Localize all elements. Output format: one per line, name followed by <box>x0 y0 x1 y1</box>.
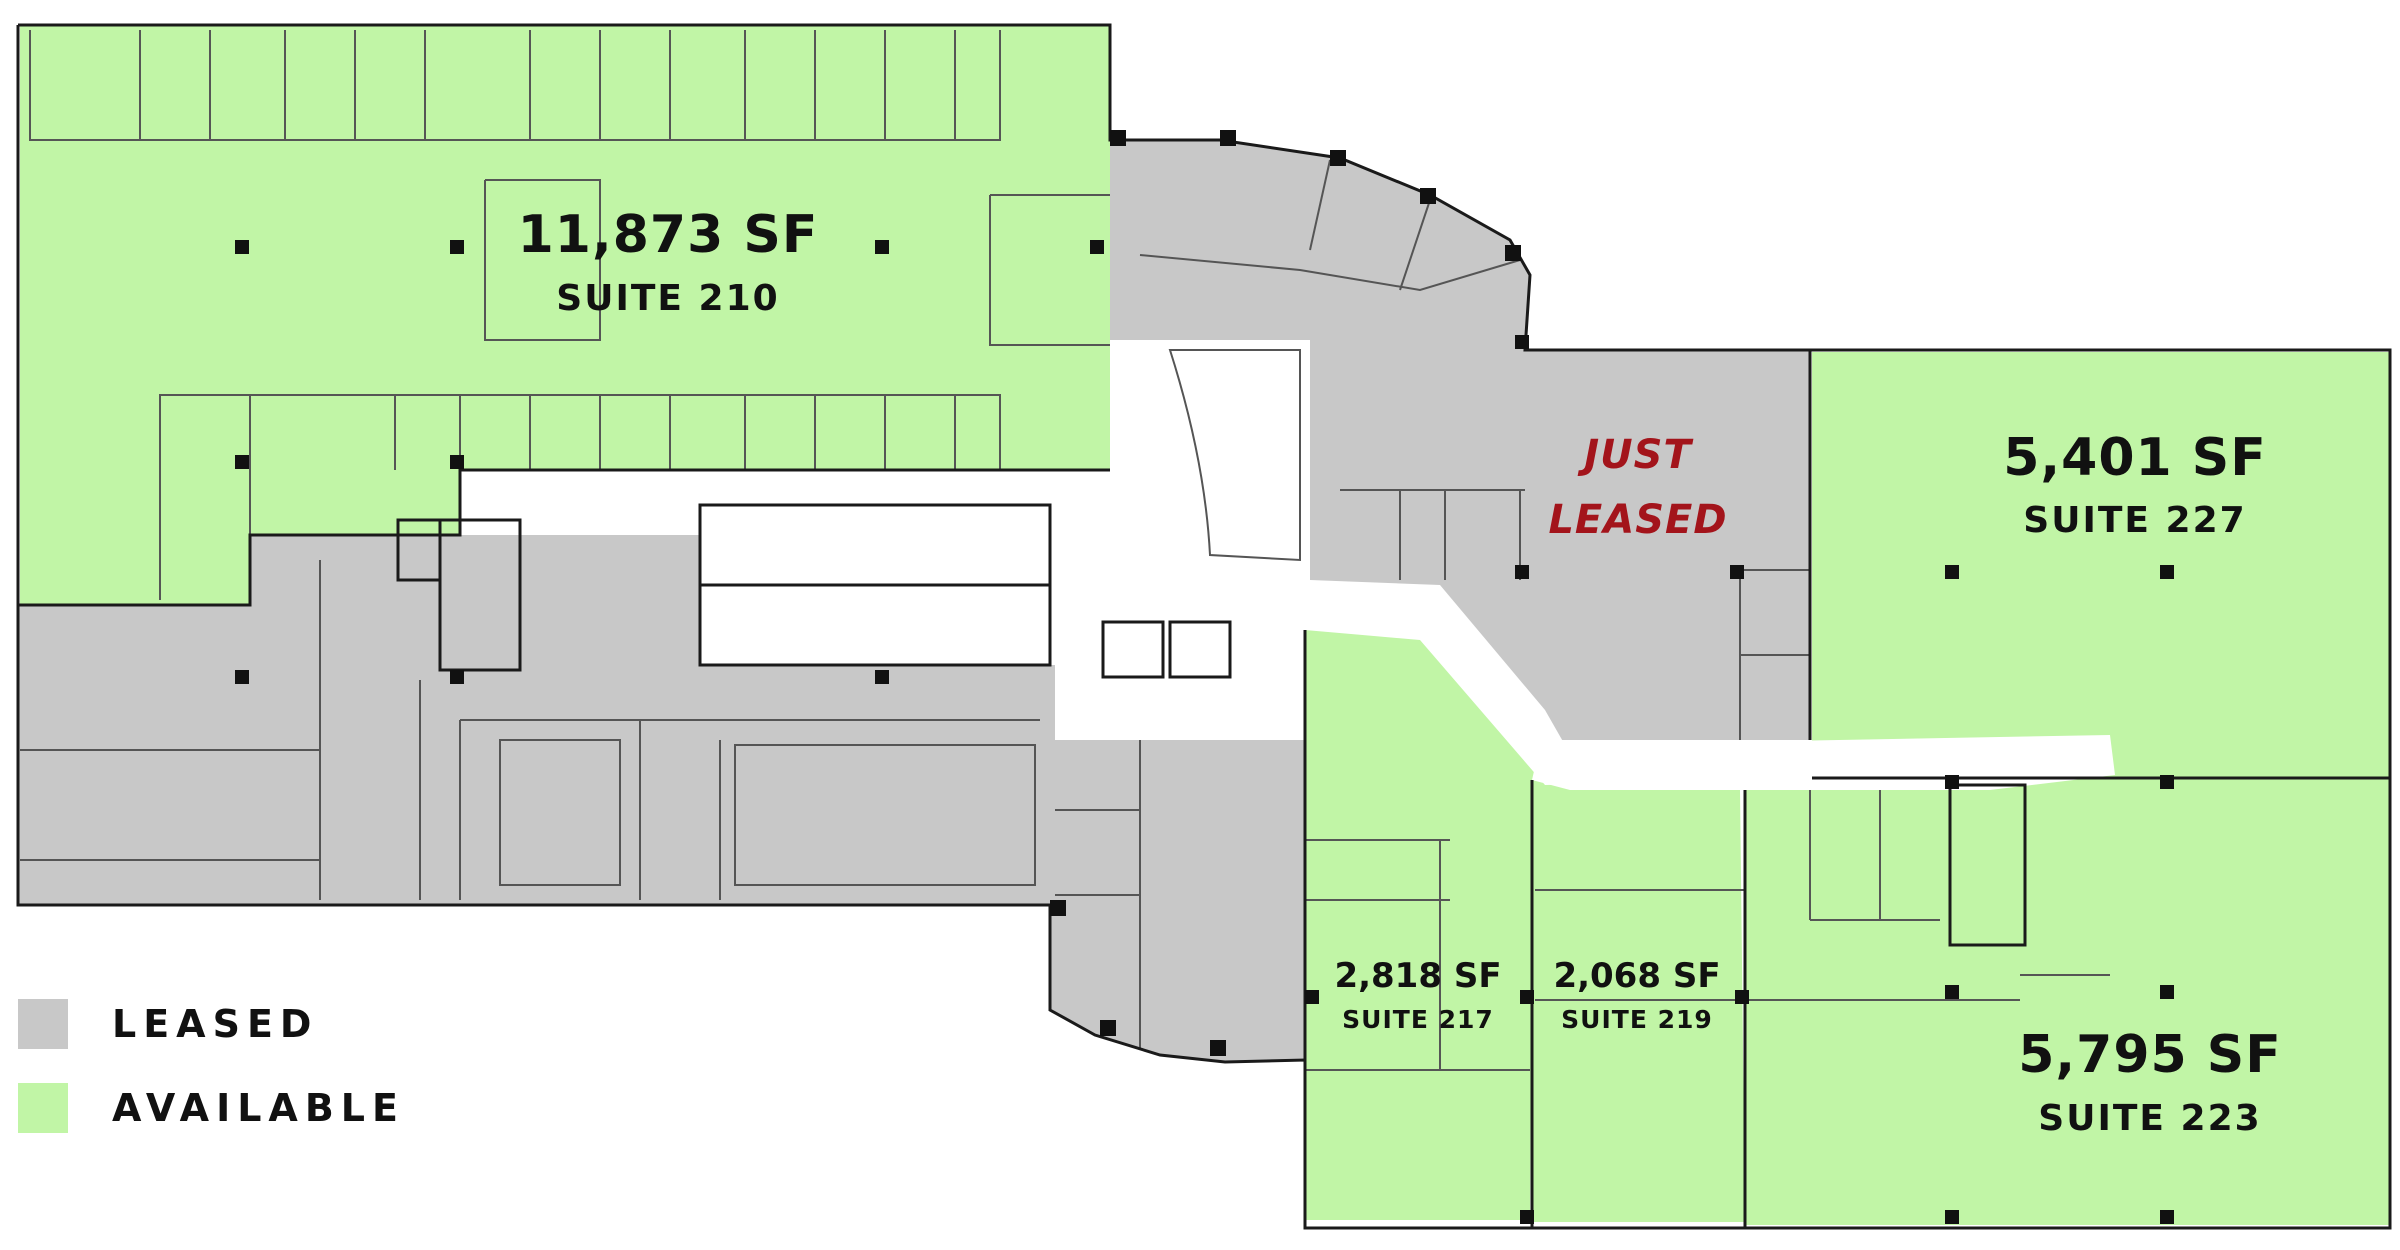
legend-available: AVAILABLE <box>18 1083 405 1133</box>
structural-columns <box>235 130 2174 1224</box>
suite-219-area-label: 2,068 SF <box>1553 956 1721 996</box>
legend-leased-label: LEASED <box>112 1002 319 1046</box>
suite-223-name-label: SUITE 223 <box>2038 1098 2262 1139</box>
suite-219-name-label: SUITE 219 <box>1561 1005 1713 1034</box>
suite-223-area-label: 5,795 SF <box>2018 1025 2282 1085</box>
legend-available-label: AVAILABLE <box>112 1086 405 1130</box>
suite-217-area <box>1305 630 1540 1220</box>
walls <box>16 23 2392 1230</box>
suite-210-name-label: SUITE 210 <box>556 278 780 319</box>
suite-227-area <box>1812 352 2390 778</box>
leased-swatch <box>18 999 68 1049</box>
suite-227-area-label: 5,401 SF <box>2003 428 2267 488</box>
legend-leased: LEASED <box>18 999 318 1049</box>
suite-210-area-label: 11,873 SF <box>517 205 819 265</box>
available-swatch <box>18 1083 68 1133</box>
just-leased-line2: LEASED <box>1548 497 1728 543</box>
suite-223-area <box>1745 770 2390 1225</box>
corridors <box>460 340 2115 790</box>
suite-217-name-label: SUITE 217 <box>1342 1005 1494 1034</box>
just-leased-line1: JUST <box>1584 432 1692 478</box>
partitions <box>20 30 2110 1071</box>
suite-217-area-label: 2,818 SF <box>1334 956 1502 996</box>
suite-210-area <box>20 25 1110 605</box>
suite-227-name-label: SUITE 227 <box>2023 500 2247 541</box>
